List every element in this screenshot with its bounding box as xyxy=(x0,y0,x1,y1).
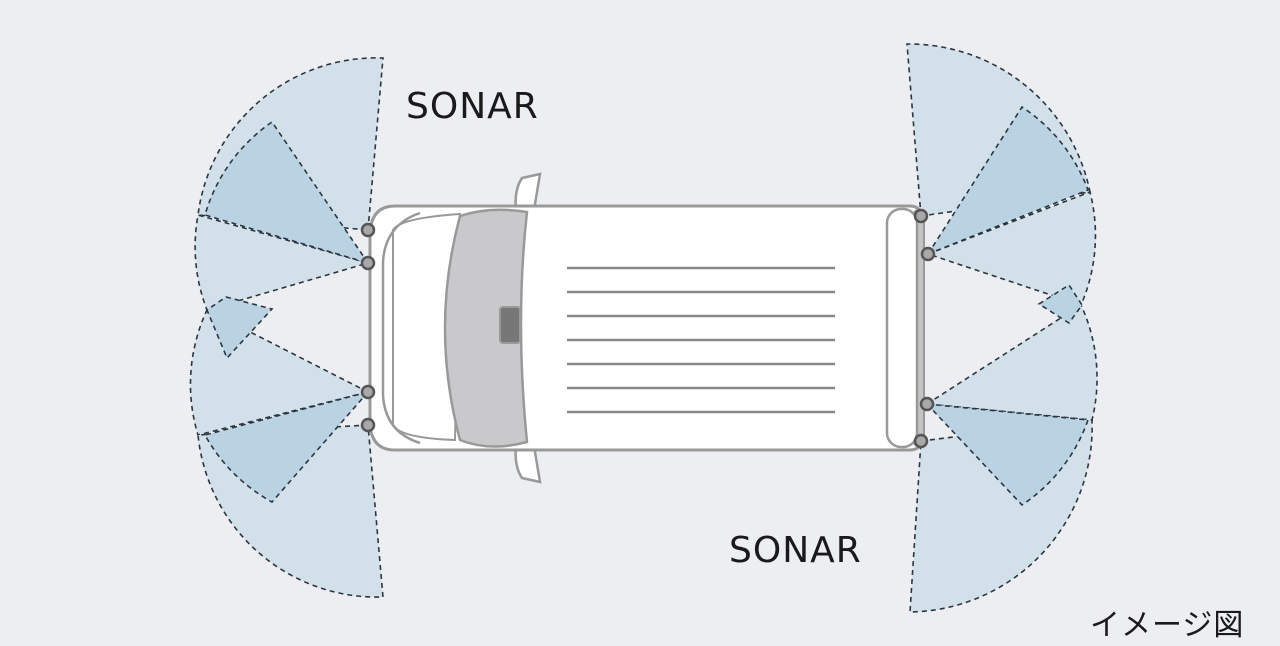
front-overlap-bottom xyxy=(203,390,371,504)
sensor-icon xyxy=(360,384,376,400)
sensor-icon xyxy=(360,222,376,238)
rear-overlap-middle xyxy=(1037,283,1083,325)
sensor-icon xyxy=(360,417,376,433)
rear-zone-3 xyxy=(924,303,1098,421)
front-sensors xyxy=(360,222,376,433)
sensor-icon xyxy=(919,396,935,412)
roof-rails xyxy=(567,266,835,414)
rear-sensors xyxy=(913,208,936,449)
front-overlap-top xyxy=(204,120,370,265)
front-zone-2 xyxy=(194,213,371,311)
sensor-icon xyxy=(920,246,936,262)
rear-door xyxy=(885,207,919,449)
sensor-icon xyxy=(913,433,929,449)
front-detection-zones xyxy=(189,57,384,598)
sonar-label-rear: SONAR xyxy=(729,530,862,571)
hood xyxy=(392,212,462,442)
rearview-camera xyxy=(499,306,521,344)
sensor-icon xyxy=(360,255,376,271)
car-top-view xyxy=(368,172,925,484)
rear-zone-2 xyxy=(925,190,1097,306)
sonar-label-front: SONAR xyxy=(406,86,539,127)
rear-overlap-top xyxy=(925,105,1090,256)
windshield xyxy=(443,208,529,448)
sensor-icon xyxy=(913,208,929,224)
rear-overlap-bottom xyxy=(924,402,1090,507)
image-caption: イメージ図 xyxy=(1090,608,1245,643)
front-overlap-middle xyxy=(206,296,274,360)
rear-detection-zones xyxy=(906,43,1098,613)
